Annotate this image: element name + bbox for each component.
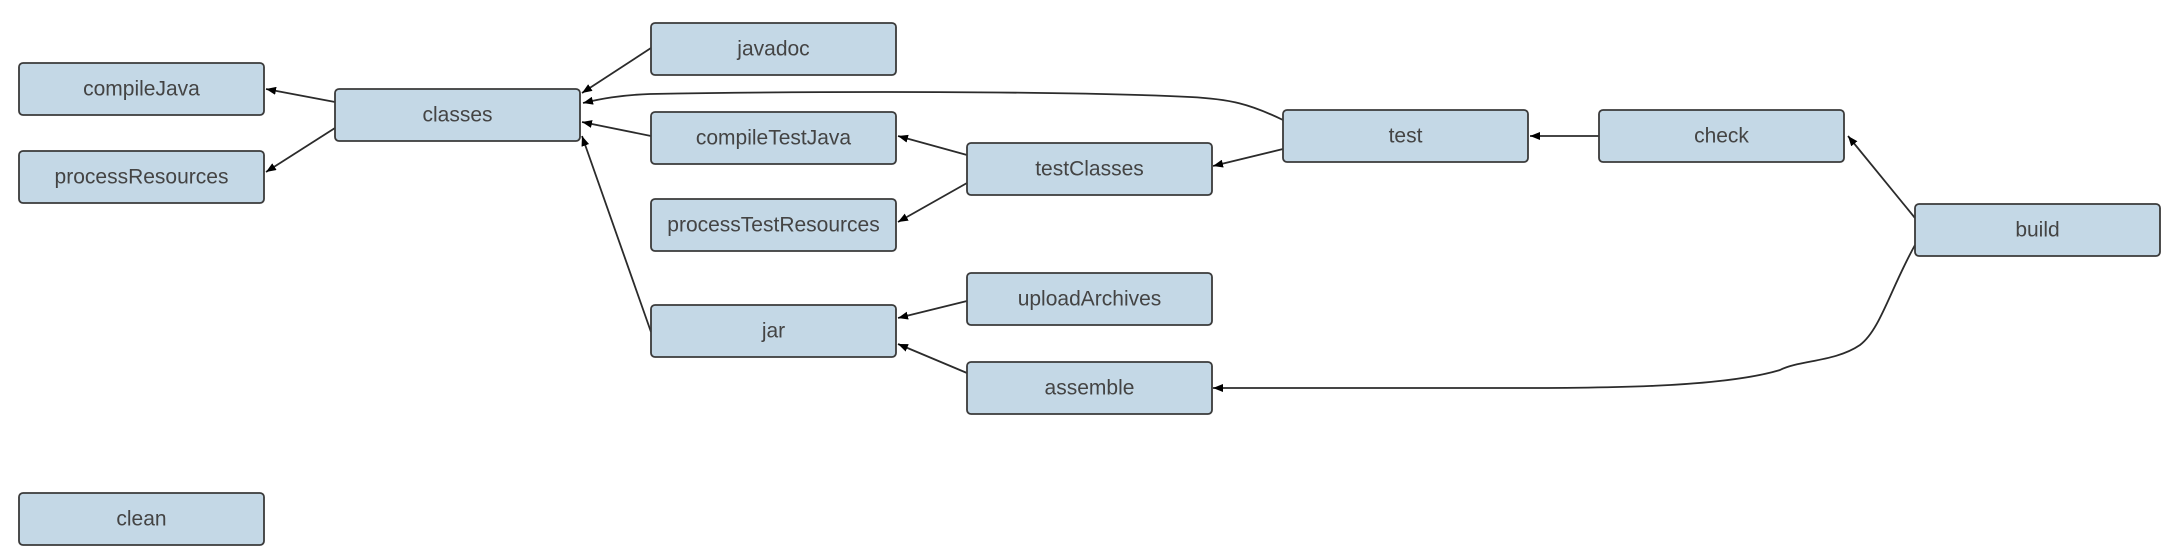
edge-jar-to-classes <box>581 135 652 333</box>
node-label-testclasses: testClasses <box>1035 158 1144 181</box>
node-check[interactable]: check <box>1598 109 1845 163</box>
node-label-clean: clean <box>116 508 166 531</box>
node-label-classes: classes <box>422 104 492 127</box>
node-compilejava[interactable]: compileJava <box>18 62 265 116</box>
node-classes[interactable]: classes <box>334 88 581 142</box>
edge-compiletestjava-to-classes <box>581 120 652 137</box>
edge-assemble-to-jar <box>897 343 968 374</box>
node-jar[interactable]: jar <box>650 304 897 358</box>
node-assemble[interactable]: assemble <box>966 361 1213 415</box>
edges <box>265 47 1916 392</box>
edge-test-to-classes <box>582 91 1284 121</box>
node-label-test: test <box>1389 125 1423 148</box>
node-label-assemble: assemble <box>1045 377 1135 400</box>
edge-uploadarchives-to-jar <box>897 300 968 320</box>
node-uploadarchives[interactable]: uploadArchives <box>966 272 1213 326</box>
edge-build-to-assemble <box>1213 244 1916 392</box>
node-label-processresources: processResources <box>55 166 229 189</box>
edge-classes-to-compilejava <box>265 86 336 103</box>
node-label-uploadarchives: uploadArchives <box>1018 288 1162 311</box>
node-clean[interactable]: clean <box>18 492 265 546</box>
node-compiletestjava[interactable]: compileTestJava <box>650 111 897 165</box>
node-label-processtestresources: processTestResources <box>667 214 879 237</box>
node-javadoc[interactable]: javadoc <box>650 22 897 76</box>
node-build[interactable]: build <box>1914 203 2161 257</box>
node-processresources[interactable]: processResources <box>18 150 265 204</box>
edge-classes-to-processresources <box>265 127 336 173</box>
edge-testclasses-to-compiletestjava <box>897 134 968 156</box>
edge-testclasses-to-processtestresources <box>897 182 968 223</box>
node-label-build: build <box>2015 219 2059 242</box>
node-label-compilejava: compileJava <box>83 78 200 101</box>
node-label-javadoc: javadoc <box>736 38 809 61</box>
node-label-compiletestjava: compileTestJava <box>696 127 852 150</box>
node-label-jar: jar <box>761 320 785 343</box>
node-label-check: check <box>1694 125 1749 148</box>
edge-javadoc-to-classes <box>581 47 652 94</box>
node-testclasses[interactable]: testClasses <box>966 142 1213 196</box>
node-test[interactable]: test <box>1282 109 1529 163</box>
node-processtestresources[interactable]: processTestResources <box>650 198 897 252</box>
edge-test-to-testclasses <box>1212 148 1284 168</box>
edge-build-to-check <box>1847 135 1916 219</box>
